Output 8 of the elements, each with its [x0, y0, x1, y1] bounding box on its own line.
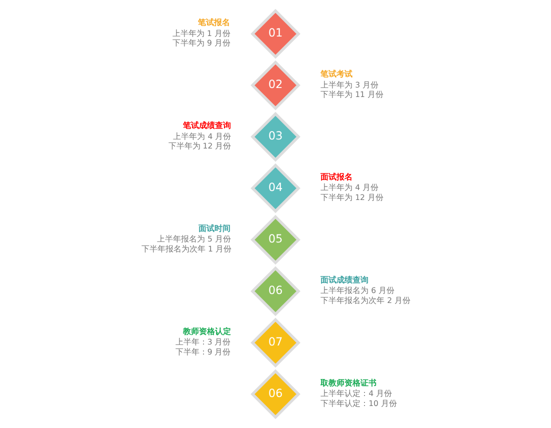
node-diamond: 02 — [250, 60, 300, 110]
node-diamond: 06 — [250, 369, 300, 420]
node-diamond: 06 — [250, 266, 300, 316]
node-diamond: 03 — [250, 112, 300, 162]
node-diamond: 05 — [250, 214, 300, 265]
node-diamond: 04 — [250, 163, 300, 214]
node-diamond: 07 — [250, 318, 300, 368]
node-diamond: 01 — [250, 8, 300, 59]
